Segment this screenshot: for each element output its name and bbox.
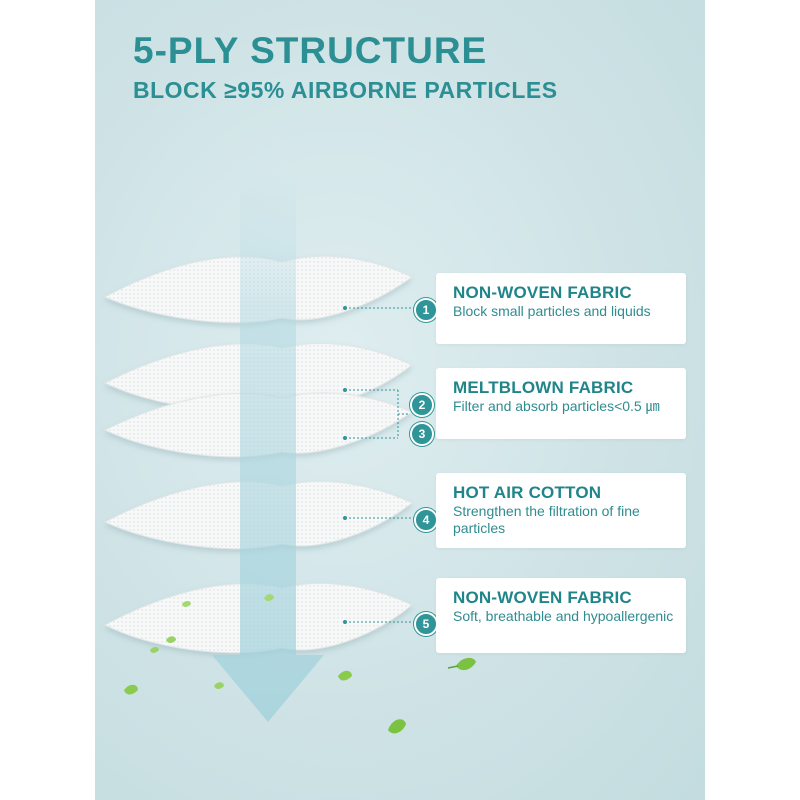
leaf-icon xyxy=(338,670,352,681)
layer-badge-2: 2 xyxy=(410,393,434,417)
airflow-arrow-icon xyxy=(212,170,324,722)
layer-heading: MELTBLOWN FABRIC xyxy=(453,378,634,397)
leaf-icon xyxy=(388,719,406,734)
layer-description: Strengthen the filtration of fine partic… xyxy=(453,503,640,536)
leaf-icon xyxy=(150,636,176,653)
layer-heading: HOT AIR COTTON xyxy=(453,483,602,502)
layer-card-4: HOT AIR COTTON Strengthen the filtration… xyxy=(436,473,686,548)
page-subtitle: BLOCK ≥95% AIRBORNE PARTICLES xyxy=(133,77,558,103)
layer-card-2: MELTBLOWN FABRIC Filter and absorb parti… xyxy=(436,368,686,439)
layer-description: Soft, breathable and hypoallergenic xyxy=(453,608,674,624)
layer-badge-3: 3 xyxy=(410,422,434,446)
leaf-icon xyxy=(214,682,224,689)
layer-badge-4: 4 xyxy=(414,508,438,532)
leaf-icon xyxy=(124,684,138,695)
leaf-icon xyxy=(182,594,274,607)
leaf-icon xyxy=(447,657,476,671)
layer-card-5: NON-WOVEN FABRIC Soft, breathable and hy… xyxy=(436,578,686,653)
page-title: 5-PLY STRUCTURE xyxy=(133,30,488,71)
layer-heading: NON-WOVEN FABRIC xyxy=(453,283,632,302)
layer-card-1: NON-WOVEN FABRIC Block small particles a… xyxy=(436,273,686,344)
layer-badge-1: 1 xyxy=(414,298,438,322)
connector-dots xyxy=(343,306,347,624)
layer-description: Filter and absorb particles<0.5 ㎛ xyxy=(453,398,660,414)
connector-lines xyxy=(345,307,416,623)
layer-heading: NON-WOVEN FABRIC xyxy=(453,588,632,607)
layer-description: Block small particles and liquids xyxy=(453,303,651,319)
layer-badge-5: 5 xyxy=(414,612,438,636)
